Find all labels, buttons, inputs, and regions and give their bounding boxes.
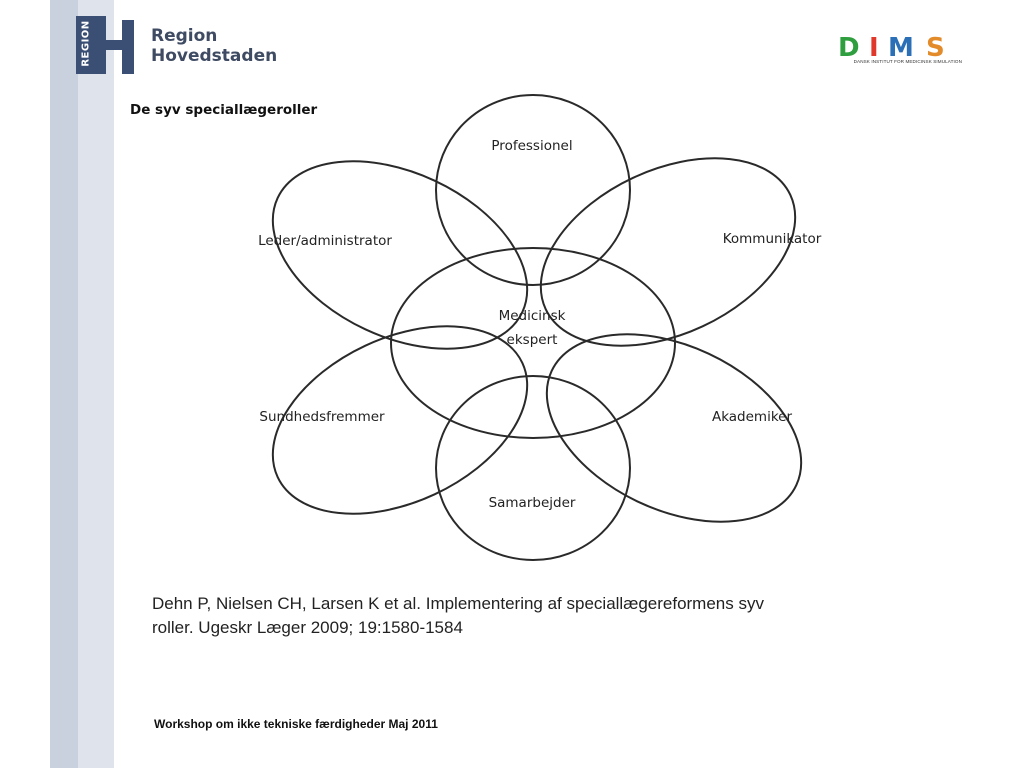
role-label-professionel: Professionel xyxy=(491,138,572,154)
petal-samarbejder xyxy=(435,375,631,561)
citation-line1: Dehn P, Nielsen CH, Larsen K et al. Impl… xyxy=(152,594,764,613)
role-label-samarbejder: Samarbejder xyxy=(489,495,576,511)
dims-letter-d: D xyxy=(838,34,860,60)
dims-letter-m: M xyxy=(888,34,914,60)
region-vertical-badge: REGION xyxy=(76,16,96,74)
region-vertical-label: REGION xyxy=(80,20,92,67)
role-label-akademiker: Akademiker xyxy=(712,409,793,425)
left-stripe-light xyxy=(78,0,114,768)
petal-leder xyxy=(271,160,529,350)
citation-line2: roller. Ugeskr Læger 2009; 19:1580-1584 xyxy=(152,618,463,637)
role-label-leder: Leder/administrator xyxy=(258,233,392,249)
slide-title: De syv speciallægeroller xyxy=(130,102,318,118)
petal-sundhedsfremmer xyxy=(271,325,529,515)
footer-text: Workshop om ikke tekniske færdigheder Ma… xyxy=(154,717,438,731)
petal-kommunikator xyxy=(539,157,797,347)
region-name: Region Hovedstaden xyxy=(151,26,277,66)
role-label-sundhedsfremmer: Sundhedsfremmer xyxy=(259,409,385,425)
region-hovedstaden-logo: REGION Region Hovedstaden xyxy=(76,16,286,80)
dims-logo: D I M S DANSK INSTITUT FOR MEDICINSK SIM… xyxy=(836,33,962,70)
region-name-line2: Hovedstaden xyxy=(151,46,278,66)
left-stripe-dark xyxy=(50,0,78,768)
center-label-line2: ekspert xyxy=(507,332,558,348)
role-label-kommunikator: Kommunikator xyxy=(723,231,822,247)
center-label-line1: Medicinsk xyxy=(499,308,566,324)
region-name-line1: Region xyxy=(151,26,218,46)
dims-letter-s: S xyxy=(926,34,945,60)
petal-professionel xyxy=(435,94,631,286)
h-logo-icon xyxy=(96,16,134,74)
seven-roles-diagram: Professionel Kommunikator Akademiker Sam… xyxy=(258,94,822,561)
citation: Dehn P, Nielsen CH, Larsen K et al. Impl… xyxy=(152,592,892,640)
dims-letters-icon: D I M S xyxy=(838,33,945,63)
center-ellipse xyxy=(390,247,676,439)
dims-letter-i: I xyxy=(869,34,879,60)
dims-subtitle: DANSK INSTITUT FOR MEDICINSK SIMULATION xyxy=(853,59,962,64)
petal-akademiker xyxy=(545,333,803,523)
